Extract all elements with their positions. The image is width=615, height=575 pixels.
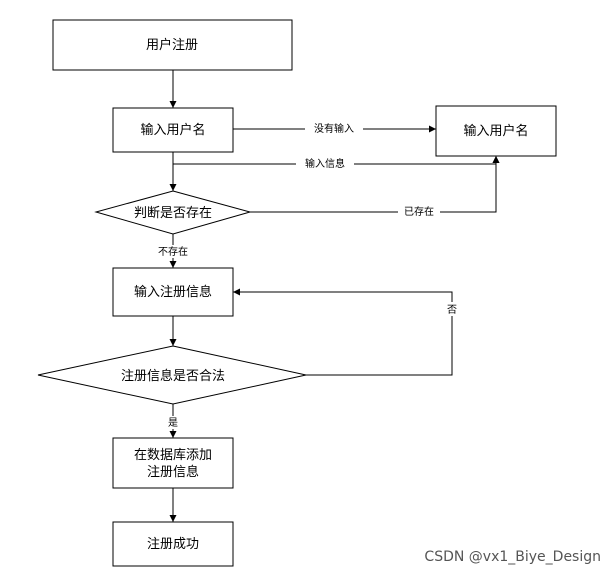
watermark: CSDN @vx1_Biye_Design: [424, 549, 601, 565]
edge-label-not-exists: 不存在: [158, 245, 188, 258]
node-check-exists-label: 判断是否存在: [134, 206, 212, 221]
edge-label-no-input: 没有输入: [314, 122, 354, 135]
edge-label-no: 否: [447, 304, 457, 316]
edge-label-input-info: 输入信息: [305, 157, 345, 170]
node-success-label: 注册成功: [147, 537, 199, 552]
node-check-valid: [37, 345, 307, 405]
edge-label-yes: 是: [168, 417, 178, 429]
node-input-username-2-label: 输入用户名: [463, 123, 528, 139]
edge-no: [233, 288, 453, 376]
node-input-info-label: 输入注册信息: [134, 284, 212, 300]
node-register-label: 用户注册: [146, 37, 198, 53]
node-register: [52, 19, 293, 71]
node-db-add: [112, 437, 234, 489]
node-input-username: [112, 107, 234, 153]
node-db-add-line2: 注册信息: [147, 464, 199, 480]
node-input-username-2: [435, 105, 557, 157]
edge-exists: [250, 156, 500, 213]
node-check-valid-label: 注册信息是否合法: [121, 368, 225, 384]
node-input-username-label: 输入用户名: [140, 122, 205, 138]
node-db-add-line1: 在数据库添加: [134, 447, 212, 463]
node-check-exists: [94, 190, 252, 235]
node-input-info: [112, 267, 234, 317]
edge-label-exists: 已存在: [404, 205, 434, 218]
node-success: [112, 521, 234, 567]
